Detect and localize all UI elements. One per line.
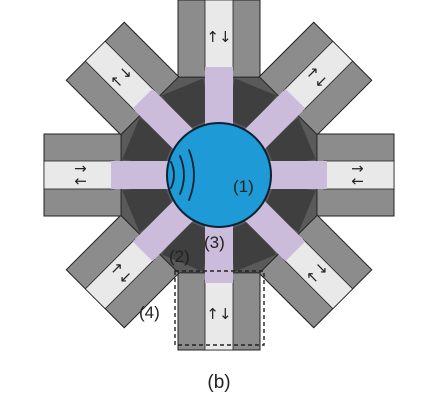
label-port: (4) (139, 303, 160, 322)
bidirectional-arrow-icon: ↑↓ (206, 304, 231, 322)
junction-segment (161, 220, 211, 272)
wave-emission-icon (170, 149, 195, 201)
label-junction: (2) (169, 247, 190, 266)
junction-segment (122, 117, 174, 167)
arm-channel (204, 0, 234, 71)
label-waveguide: (3) (204, 233, 225, 252)
figure-caption: (b) (207, 372, 230, 393)
waveguide-top (205, 67, 233, 131)
bidirectional-arrow-icon: ↑↓ (72, 162, 90, 187)
junction-segment (264, 183, 316, 233)
port-highlight-box (174, 270, 265, 346)
junction-segment (161, 78, 211, 130)
arm-channel (204, 279, 234, 351)
junction-segment (227, 220, 277, 272)
waveguide-bottom (205, 219, 233, 283)
bidirectional-arrow-icon: ↑↓ (206, 28, 231, 46)
label-center: (1) (233, 177, 254, 196)
junction-segments (122, 78, 316, 272)
junction-segment (122, 183, 174, 233)
center-disk (166, 122, 272, 228)
bidirectional-arrow-icon: ↑↓ (348, 162, 366, 187)
waveguide-right (263, 161, 327, 189)
junction-segment (227, 78, 277, 130)
port-arms: ↑↓↑↓↑↓↑↓↑↓↑↓↑↓↑↓ (43, 0, 395, 351)
waveguide-left (111, 161, 175, 189)
junction-segment (264, 117, 316, 167)
